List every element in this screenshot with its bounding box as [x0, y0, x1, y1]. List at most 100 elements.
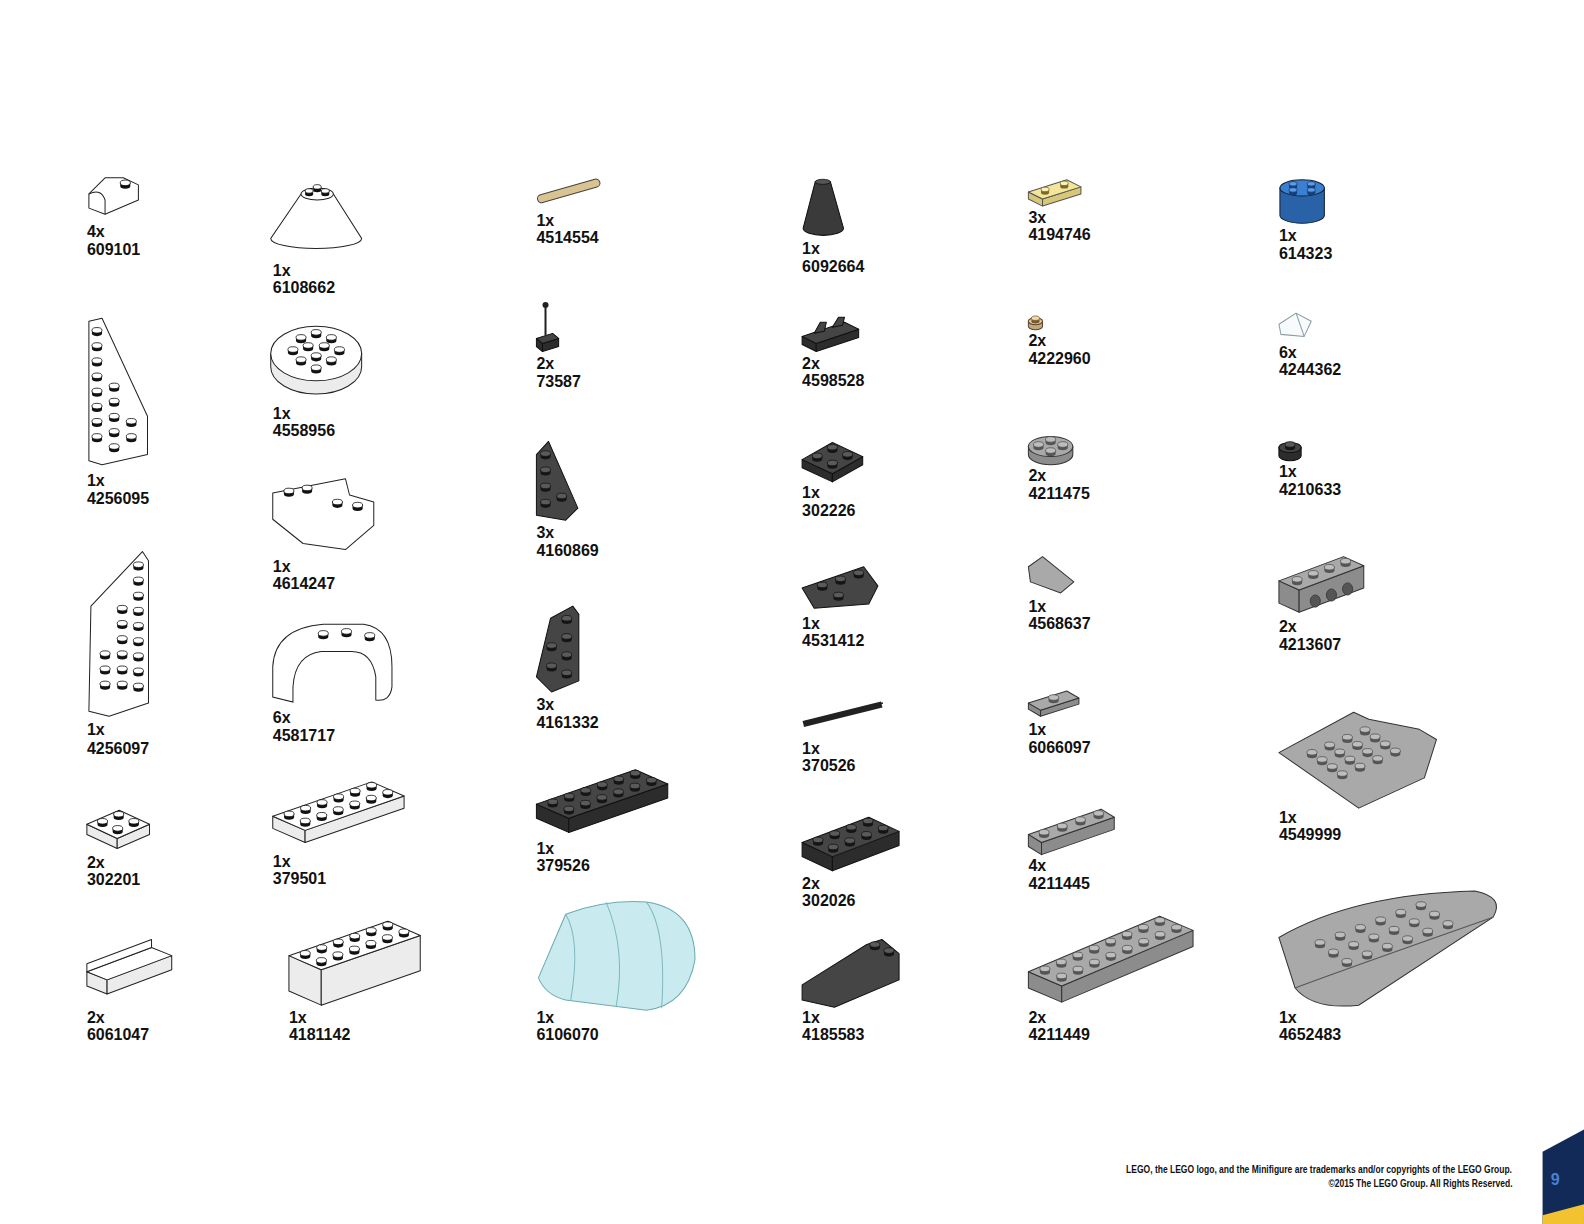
stud	[318, 631, 328, 637]
stud	[100, 681, 110, 687]
stud	[548, 799, 558, 805]
stud	[1325, 742, 1335, 748]
stud	[133, 592, 143, 598]
stud	[1443, 921, 1453, 927]
part-number: 4558956	[273, 422, 335, 440]
stud	[581, 788, 591, 794]
stud	[133, 668, 143, 674]
stud	[296, 357, 306, 363]
wedge-plate	[802, 567, 878, 608]
stud	[383, 922, 393, 928]
stud	[366, 928, 376, 934]
cone	[803, 182, 843, 236]
stud	[129, 819, 139, 825]
stud	[597, 782, 607, 788]
stud	[1031, 316, 1039, 320]
stud	[117, 666, 127, 672]
lever-stick	[544, 307, 546, 335]
stud	[630, 783, 640, 789]
part-number: 4568637	[1028, 615, 1090, 633]
stud	[92, 343, 102, 349]
part-quantity: 1x	[273, 853, 291, 871]
stud	[827, 460, 837, 466]
part-number: 4194746	[1028, 226, 1090, 244]
stud	[1360, 727, 1370, 733]
part-quantity: 1x	[1028, 721, 1046, 739]
part-quantity: 6x	[273, 709, 291, 727]
stud	[133, 653, 143, 659]
part-number: 4514554	[536, 229, 598, 247]
part-number: 4181142	[289, 1026, 350, 1044]
stud	[1335, 932, 1345, 938]
stud	[301, 805, 311, 811]
stud	[319, 343, 329, 349]
part-number: 73587	[536, 373, 581, 391]
parts-group	[87, 178, 1584, 1224]
part-top	[802, 442, 863, 473]
stud	[1352, 741, 1362, 747]
stud	[1373, 756, 1383, 762]
stud	[1380, 741, 1390, 747]
stud	[92, 403, 102, 409]
stud	[366, 795, 376, 801]
part-number: 4160869	[536, 542, 598, 560]
wedge	[273, 479, 374, 550]
stud	[562, 634, 572, 640]
stud	[109, 383, 119, 389]
stud	[547, 663, 557, 669]
stud	[1409, 919, 1419, 925]
stud	[564, 793, 574, 799]
canopy	[538, 902, 695, 1011]
part-quantity: 1x	[802, 240, 820, 258]
cheese-slope	[1279, 313, 1311, 336]
stud	[334, 794, 344, 800]
stud	[126, 418, 136, 424]
stud	[1335, 749, 1345, 755]
slope	[1028, 557, 1073, 593]
part-quantity: 2x	[802, 355, 820, 373]
part-quantity: 4x	[1028, 857, 1046, 875]
part-quantity: 1x	[1279, 463, 1297, 481]
stud	[114, 811, 124, 817]
part-number: 379501	[273, 870, 326, 888]
stud	[540, 499, 550, 505]
stud	[326, 335, 336, 341]
part-quantity: 1x	[1279, 227, 1297, 245]
stud	[117, 605, 127, 611]
stud	[1390, 748, 1400, 754]
part-quantity: 1x	[802, 615, 820, 633]
stud	[562, 652, 572, 658]
part-edge	[89, 192, 105, 214]
cone	[271, 194, 362, 249]
stud	[1355, 763, 1365, 769]
stud	[557, 493, 567, 499]
stud	[133, 683, 143, 689]
part-quantity: 2x	[1028, 332, 1046, 350]
stud	[334, 347, 344, 353]
stud	[311, 353, 321, 359]
stud	[1073, 966, 1083, 972]
stud	[1307, 182, 1315, 186]
part-quantity: 6x	[1279, 344, 1297, 362]
stud	[300, 818, 310, 824]
stud	[646, 777, 656, 783]
stud	[382, 935, 392, 941]
stud	[1289, 188, 1297, 192]
stud	[614, 776, 624, 782]
stud	[1057, 973, 1067, 979]
stud	[540, 483, 550, 489]
part-quantity: 1x	[273, 405, 291, 423]
stud	[828, 844, 838, 850]
part-quantity: 3x	[1028, 209, 1046, 227]
stud	[1056, 959, 1066, 965]
part-edge	[1295, 917, 1493, 988]
technic-hole	[1343, 583, 1353, 595]
stud	[288, 347, 298, 353]
stud	[1171, 925, 1181, 931]
part-number: 4222960	[1028, 350, 1090, 368]
stud	[1073, 952, 1083, 958]
part-quantity: 1x	[536, 840, 554, 858]
part-quantity: 3x	[536, 524, 554, 542]
part-top	[271, 326, 362, 381]
